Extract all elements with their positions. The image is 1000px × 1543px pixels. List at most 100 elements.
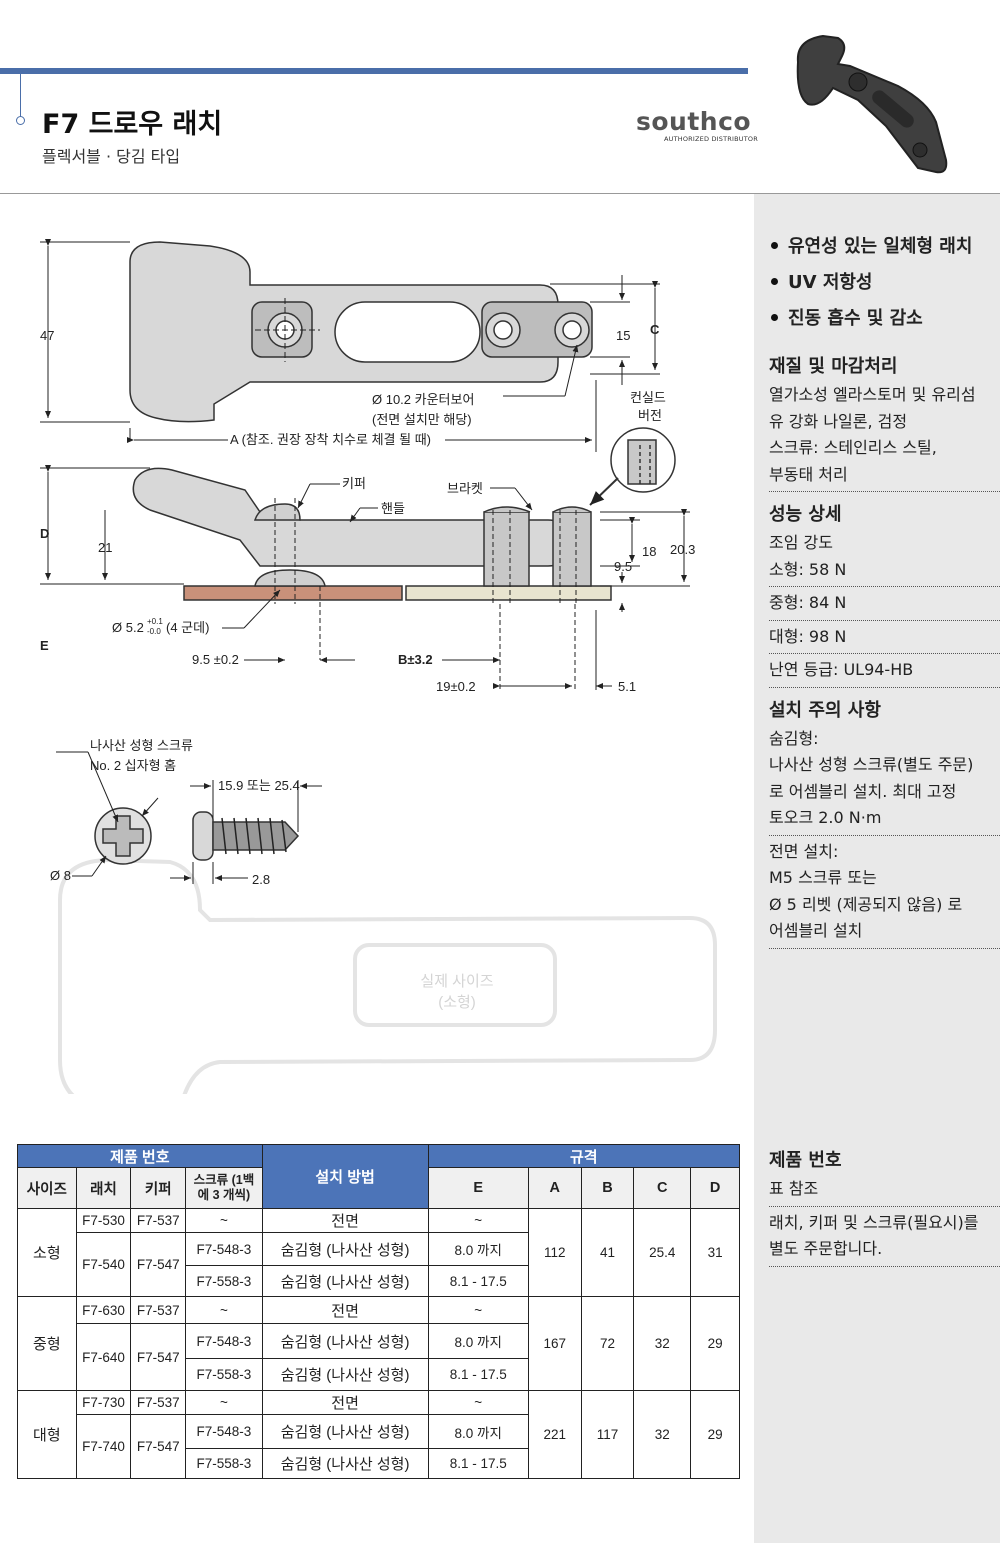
bracket-label: 브라켓 (447, 481, 483, 496)
method-cell: 숨김형 (나사산 성형) (261, 1448, 429, 1479)
d-cell: 31 (690, 1208, 740, 1297)
countersunk-label: 버전 (638, 408, 662, 423)
method-cell: 전면 (261, 1296, 429, 1324)
col-header: D (690, 1167, 740, 1209)
material-heading: 재질 및 마감처리 (769, 356, 898, 377)
keeper-cell: F7-537 (130, 1296, 187, 1324)
method-cell: 숨김형 (나사산 성형) (261, 1358, 429, 1391)
dim-5-1: 5.1 (618, 679, 636, 694)
install-text: 숨김형: 나사산 성형 스크류(별도 주문) 로 어셈블리 설치. 최대 고정 … (769, 726, 1000, 836)
brand-logo: southco (636, 107, 752, 136)
order-heading: 제품 번호 (769, 1150, 842, 1171)
group-header-method: 설치 방법 (261, 1144, 429, 1209)
install-heading: 설치 주의 사항 (769, 699, 881, 721)
keeper-cell: F7-537 (130, 1208, 187, 1233)
col-header: 래치 (75, 1167, 132, 1209)
dim-18: 18 (642, 544, 656, 559)
d-cell: 29 (690, 1390, 740, 1479)
keeper-cell: F7-537 (130, 1390, 187, 1415)
table-row: 대형 F7-730 F7-537 ~ 전면 ~ 221 117 32 29 (17, 1390, 740, 1479)
size-cell: 중형 (17, 1296, 77, 1391)
dim-20-3: 20.3 (670, 542, 695, 557)
dim-15: 15 (616, 328, 630, 343)
dim-9-5-tol: 9.5 ±0.2 (192, 652, 239, 667)
col-header: A (527, 1167, 582, 1209)
col-header: 사이즈 (17, 1167, 77, 1209)
col-header: 스크류 (1백 에 3 개씩) (185, 1167, 263, 1209)
method-cell: 숨김형 (나사산 성형) (261, 1265, 429, 1297)
method-cell: 숨김형 (나사산 성형) (261, 1323, 429, 1359)
size-cell: 대형 (17, 1390, 77, 1479)
table-row: 소형 F7-530 F7-537 ~ 전면 ~ 112 41 25.4 31 (17, 1208, 740, 1297)
table-row: F7-740 F7-547 F7-548-3 숨김형 (나사산 성형) 8.0 … (18, 1414, 740, 1479)
b-cell: 117 (580, 1390, 635, 1479)
keeper-cell: F7-547 (130, 1414, 187, 1479)
e-cell: ~ (427, 1296, 529, 1324)
performance-heading: 성능 상세 (769, 504, 842, 525)
latch-side-view (132, 467, 612, 601)
screw-cell: F7-558-3 (185, 1358, 263, 1391)
technical-drawing: 실제 사이즈 (소형) 47 15 C Ø 10.2 카운터보어 (전면 설치만… (40, 239, 717, 1094)
latch-cell: F7-730 (75, 1390, 132, 1415)
method-cell: 숨김형 (나사산 성형) (261, 1414, 429, 1449)
group-header-spec: 규격 (427, 1144, 741, 1168)
size-cell: 소형 (17, 1208, 77, 1297)
a-cell: 112 (527, 1208, 582, 1297)
latch-cell: F7-630 (75, 1296, 132, 1324)
col-header: C (633, 1167, 692, 1209)
screw-detail (94, 807, 300, 865)
performance-text: 중형: 84 N (769, 590, 1000, 621)
dim-9-5: 9.5 (614, 559, 632, 574)
col-header: B (580, 1167, 635, 1209)
performance-text: 대형: 98 N (769, 624, 1000, 654)
e-cell: ~ (427, 1390, 529, 1415)
order-text: 표 참조 (769, 1176, 1000, 1207)
e-cell: 8.1 - 17.5 (427, 1358, 529, 1391)
table-row: F7-540 F7-547 F7-548-3 숨김형 (나사산 성형) 8.0 … (18, 1232, 740, 1297)
screw-head-height: 2.8 (252, 872, 270, 887)
screw-cell: F7-548-3 (185, 1414, 263, 1449)
performance-text: 난연 등급: UL94-HB (769, 657, 1000, 688)
header-divider (0, 193, 1000, 194)
order-text: 래치, 키퍼 및 스크류(필요시)를 별도 주문합니다. (769, 1210, 1000, 1267)
dim-d: D (40, 526, 49, 541)
method-cell: 숨김형 (나사산 성형) (261, 1232, 429, 1266)
countersunk-detail (589, 427, 676, 506)
screw-diameter: Ø 8 (50, 868, 71, 883)
spec-table: 제품 번호 설치 방법 규격 사이즈 래치 키퍼 스크류 (1백 에 3 개씩)… (17, 1144, 741, 1479)
screw-cell: ~ (185, 1208, 263, 1233)
screw-length: 15.9 또는 25.4 (218, 778, 300, 793)
brand-tagline: AUTHORIZED DISTRIBUTOR (664, 135, 758, 143)
b-cell: 41 (580, 1208, 635, 1297)
counterbore-note: (전면 설치만 해당) (372, 412, 472, 427)
performance-text: 조임 강도 소형: 58 N (769, 530, 1000, 587)
e-cell: ~ (427, 1208, 529, 1233)
dim-47: 47 (40, 328, 54, 343)
keeper-cell: F7-547 (130, 1323, 187, 1391)
e-cell: 8.0 까지 (427, 1323, 529, 1359)
spec-sidebar (754, 194, 1000, 1543)
method-cell: 전면 (261, 1390, 429, 1415)
latch-cell: F7-540 (75, 1232, 132, 1297)
dim-a: A (참조. 권장 장착 치수로 체결 될 때) (230, 432, 431, 447)
table-row: 중형 F7-630 F7-537 ~ 전면 ~ 167 72 32 29 (17, 1296, 740, 1391)
material-text: 스크류: 스테인리스 스틸, 부동태 처리 (769, 435, 1000, 492)
group-header-part: 제품 번호 (17, 1144, 263, 1168)
product-photo (796, 34, 948, 174)
install-text: 전면 설치: M5 스크류 또는 Ø 5 리벳 (제공되지 않음) 로 어셈블리… (769, 839, 1000, 949)
e-cell: 8.1 - 17.5 (427, 1448, 529, 1479)
screw-cell: ~ (185, 1390, 263, 1415)
latch-top-view (129, 241, 593, 423)
dim-c: C (650, 322, 660, 337)
dim-b: B±3.2 (398, 652, 433, 667)
dim-21: 21 (98, 540, 112, 555)
screw-label: 나사산 성형 스크류 (90, 738, 193, 753)
hole-tol-up: +0.1 (147, 617, 163, 626)
a-cell: 167 (527, 1296, 582, 1391)
header-tick-dot (16, 116, 25, 125)
feature-list: 유연성 있는 일체형 래치 UV 저항성 진동 흡수 및 감소 재질 및 마감처… (769, 232, 1000, 952)
screw-cell: F7-548-3 (185, 1323, 263, 1359)
e-cell: 8.1 - 17.5 (427, 1265, 529, 1297)
latch-cell: F7-740 (75, 1414, 132, 1479)
counterbore-label: Ø 10.2 카운터보어 (372, 392, 474, 407)
